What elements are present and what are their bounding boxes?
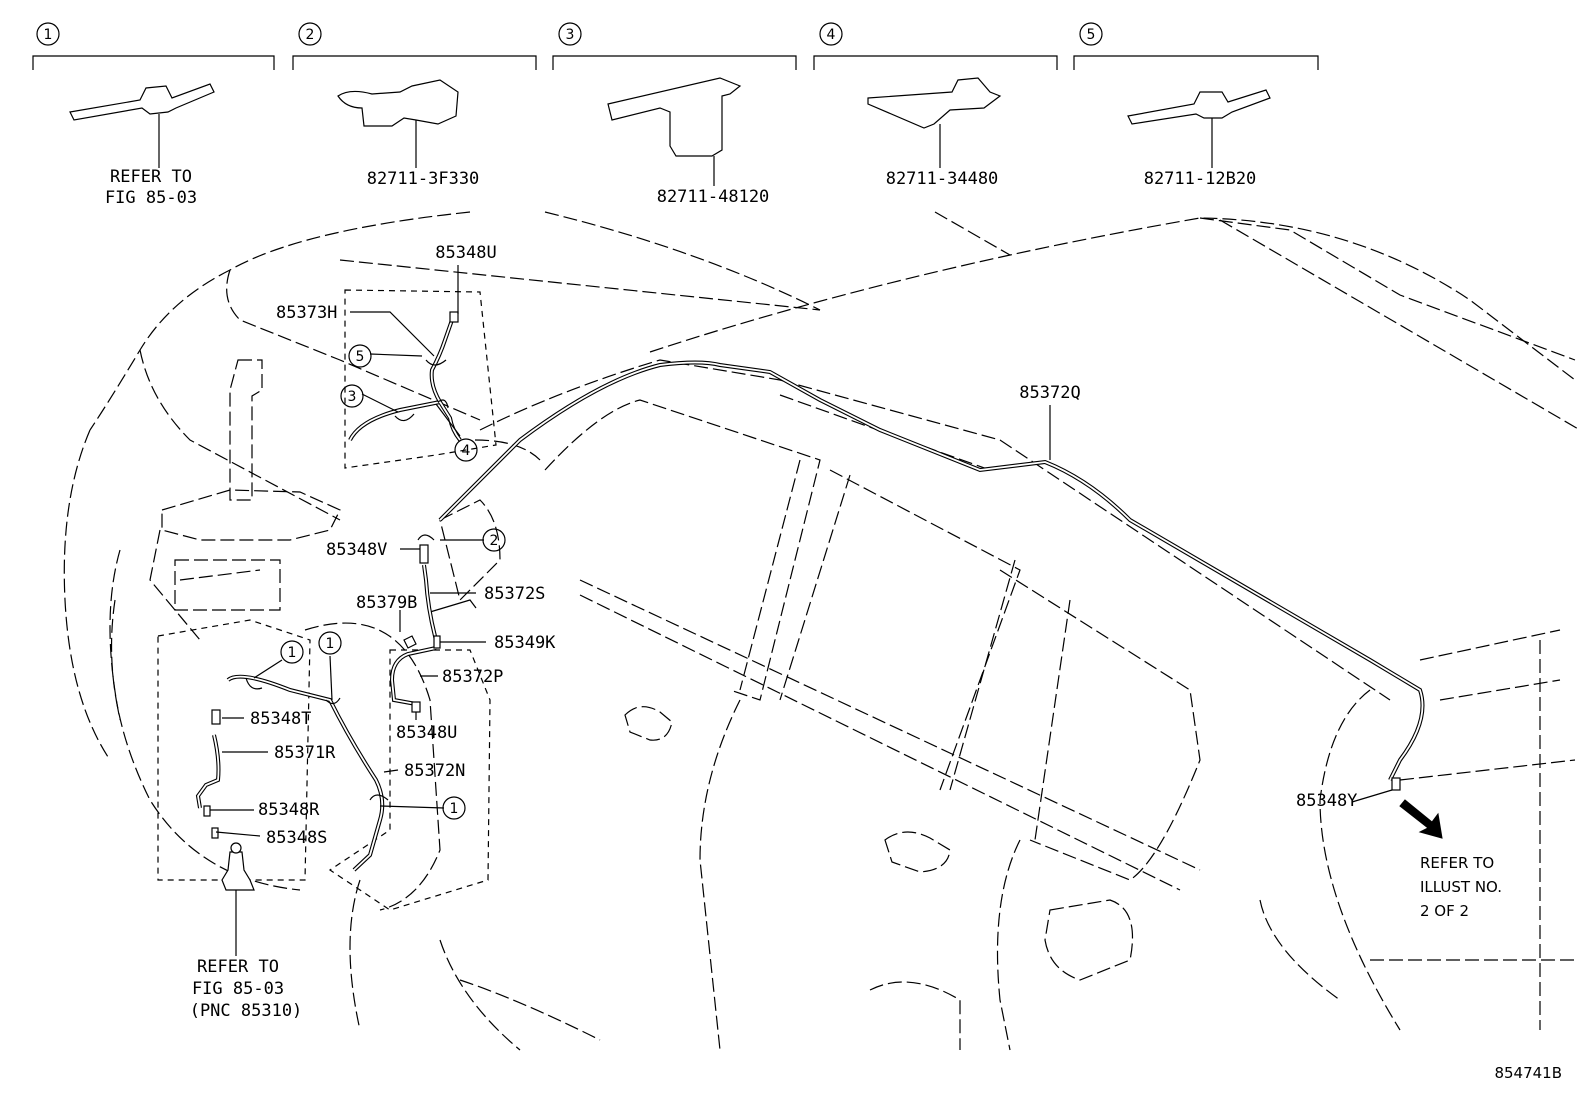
- clip-3-index: 3: [566, 27, 575, 43]
- joint-85348V: [419, 544, 429, 564]
- label-85348U-top: 85348U: [435, 243, 496, 263]
- clip-1-caption-line2: FIG 85-03: [105, 188, 197, 208]
- washer-tank: [161, 359, 341, 611]
- callout-1-a: 1: [280, 640, 304, 664]
- svg-text:3: 3: [348, 389, 357, 405]
- label-85348R: 85348R: [258, 800, 320, 820]
- clip-5-index: 5: [1087, 27, 1096, 43]
- callout-1-c: 1: [442, 796, 466, 820]
- hose-fittings: [203, 311, 1401, 891]
- clip-1-panel: 1 REFER TO FIG 85-03: [32, 22, 275, 208]
- refer-pump-line2: FIG 85-03: [192, 979, 284, 999]
- label-85348T: 85348T: [250, 709, 311, 729]
- label-85372S: 85372S: [484, 584, 545, 604]
- joint-85348T: [211, 709, 221, 725]
- joint-85349K: [433, 635, 441, 649]
- clip-5-icon: [1127, 89, 1271, 125]
- clip-4-index: 4: [827, 27, 836, 43]
- callout-4: 4: [454, 438, 478, 462]
- clip-4-caption: 82711-34480: [886, 169, 999, 189]
- label-85348S: 85348S: [266, 828, 327, 848]
- label-85372Q: 85372Q: [1019, 383, 1080, 403]
- label-85372N: 85372N: [404, 761, 465, 781]
- label-85348U-lower: 85348U: [396, 723, 457, 743]
- callout-3: 3: [340, 384, 364, 408]
- callout-1-b: 1: [318, 631, 342, 655]
- refer-arrow-icon: [1399, 799, 1443, 839]
- part-labels: 85348U 85373H 85372Q 85348V 85372S 85379…: [190, 243, 1562, 1082]
- clip-2-caption: 82711-3F330: [367, 169, 480, 189]
- clip-4-panel: 4 82711-34480: [813, 22, 1058, 189]
- clip-2-panel: 2 82711-3F330: [292, 22, 537, 189]
- clip-2-index: 2: [306, 27, 315, 43]
- hose-85372Q: [438, 360, 1425, 781]
- washer-pump: [221, 851, 255, 891]
- clip-2-icon: [337, 79, 459, 127]
- joint-85348U-upper: [449, 311, 459, 323]
- leader-lines: [210, 265, 1393, 956]
- svg-text:1: 1: [450, 801, 459, 817]
- callout-5: 5: [348, 344, 372, 368]
- clip-5-panel: 5 82711-12B20: [1073, 22, 1319, 189]
- clip-legend: 1 REFER TO FIG 85-03 2 82711-3F330 3 827…: [32, 22, 1319, 208]
- label-85348V: 85348V: [326, 540, 387, 560]
- refer-illust-line3: 2 OF 2: [1420, 902, 1469, 920]
- washer-hoses: [195, 319, 1425, 872]
- label-85379B: 85379B: [356, 593, 417, 613]
- clip-1-caption-line1: REFER TO: [110, 167, 192, 187]
- clip-1-icon: [69, 83, 215, 121]
- joint-85348R: [203, 805, 211, 817]
- vehicle-body-outline: [63, 211, 1581, 1051]
- refer-pump-line1: REFER TO: [197, 957, 279, 977]
- joint-85348S: [211, 827, 219, 839]
- svg-text:4: 4: [462, 443, 471, 459]
- callout-2: 2: [482, 528, 506, 552]
- clip-3-caption: 82711-48120: [657, 187, 770, 207]
- refer-illust-line2: ILLUST NO.: [1420, 878, 1502, 896]
- svg-text:2: 2: [490, 533, 499, 549]
- svg-text:1: 1: [288, 645, 297, 661]
- clip-1-index: 1: [44, 27, 53, 43]
- clamp-85379B: [403, 635, 417, 649]
- front-door-handle: [624, 706, 673, 741]
- svg-text:5: 5: [356, 349, 365, 365]
- fuel-lid: [1044, 899, 1134, 981]
- joint-85348Y: [1391, 777, 1401, 791]
- label-85372P: 85372P: [442, 667, 503, 687]
- clip-4-icon: [867, 77, 1002, 129]
- clip-3-icon: [607, 77, 742, 157]
- clip-3-panel: 3 82711-48120: [552, 22, 797, 207]
- rear-door-handle: [884, 831, 951, 873]
- label-85349K: 85349K: [494, 633, 556, 653]
- label-85373H: 85373H: [276, 303, 337, 323]
- joint-85348U-lower: [411, 701, 421, 713]
- clip-5-caption: 82711-12B20: [1144, 169, 1257, 189]
- refer-pump-line3: (PNC 85310): [190, 1001, 303, 1021]
- callouts: 5 3 4 2 1 1 1: [280, 344, 506, 820]
- refer-illust-line1: REFER TO: [1420, 854, 1494, 872]
- label-85371R: 85371R: [274, 743, 336, 763]
- diagram-id: 854741B: [1494, 1064, 1562, 1082]
- label-85348Y: 85348Y: [1296, 791, 1357, 811]
- svg-text:1: 1: [326, 636, 335, 652]
